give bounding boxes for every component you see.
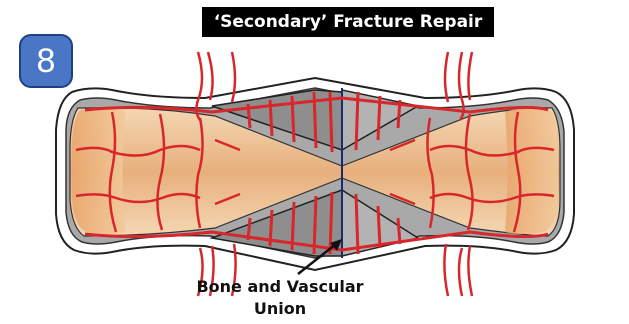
- left-bone-end: [72, 108, 125, 234]
- callout-line-2: Union: [165, 298, 395, 320]
- callout-label: Bone and Vascular Union: [165, 276, 395, 320]
- callout-line-1: Bone and Vascular: [165, 276, 395, 298]
- right-bone-end: [505, 108, 558, 234]
